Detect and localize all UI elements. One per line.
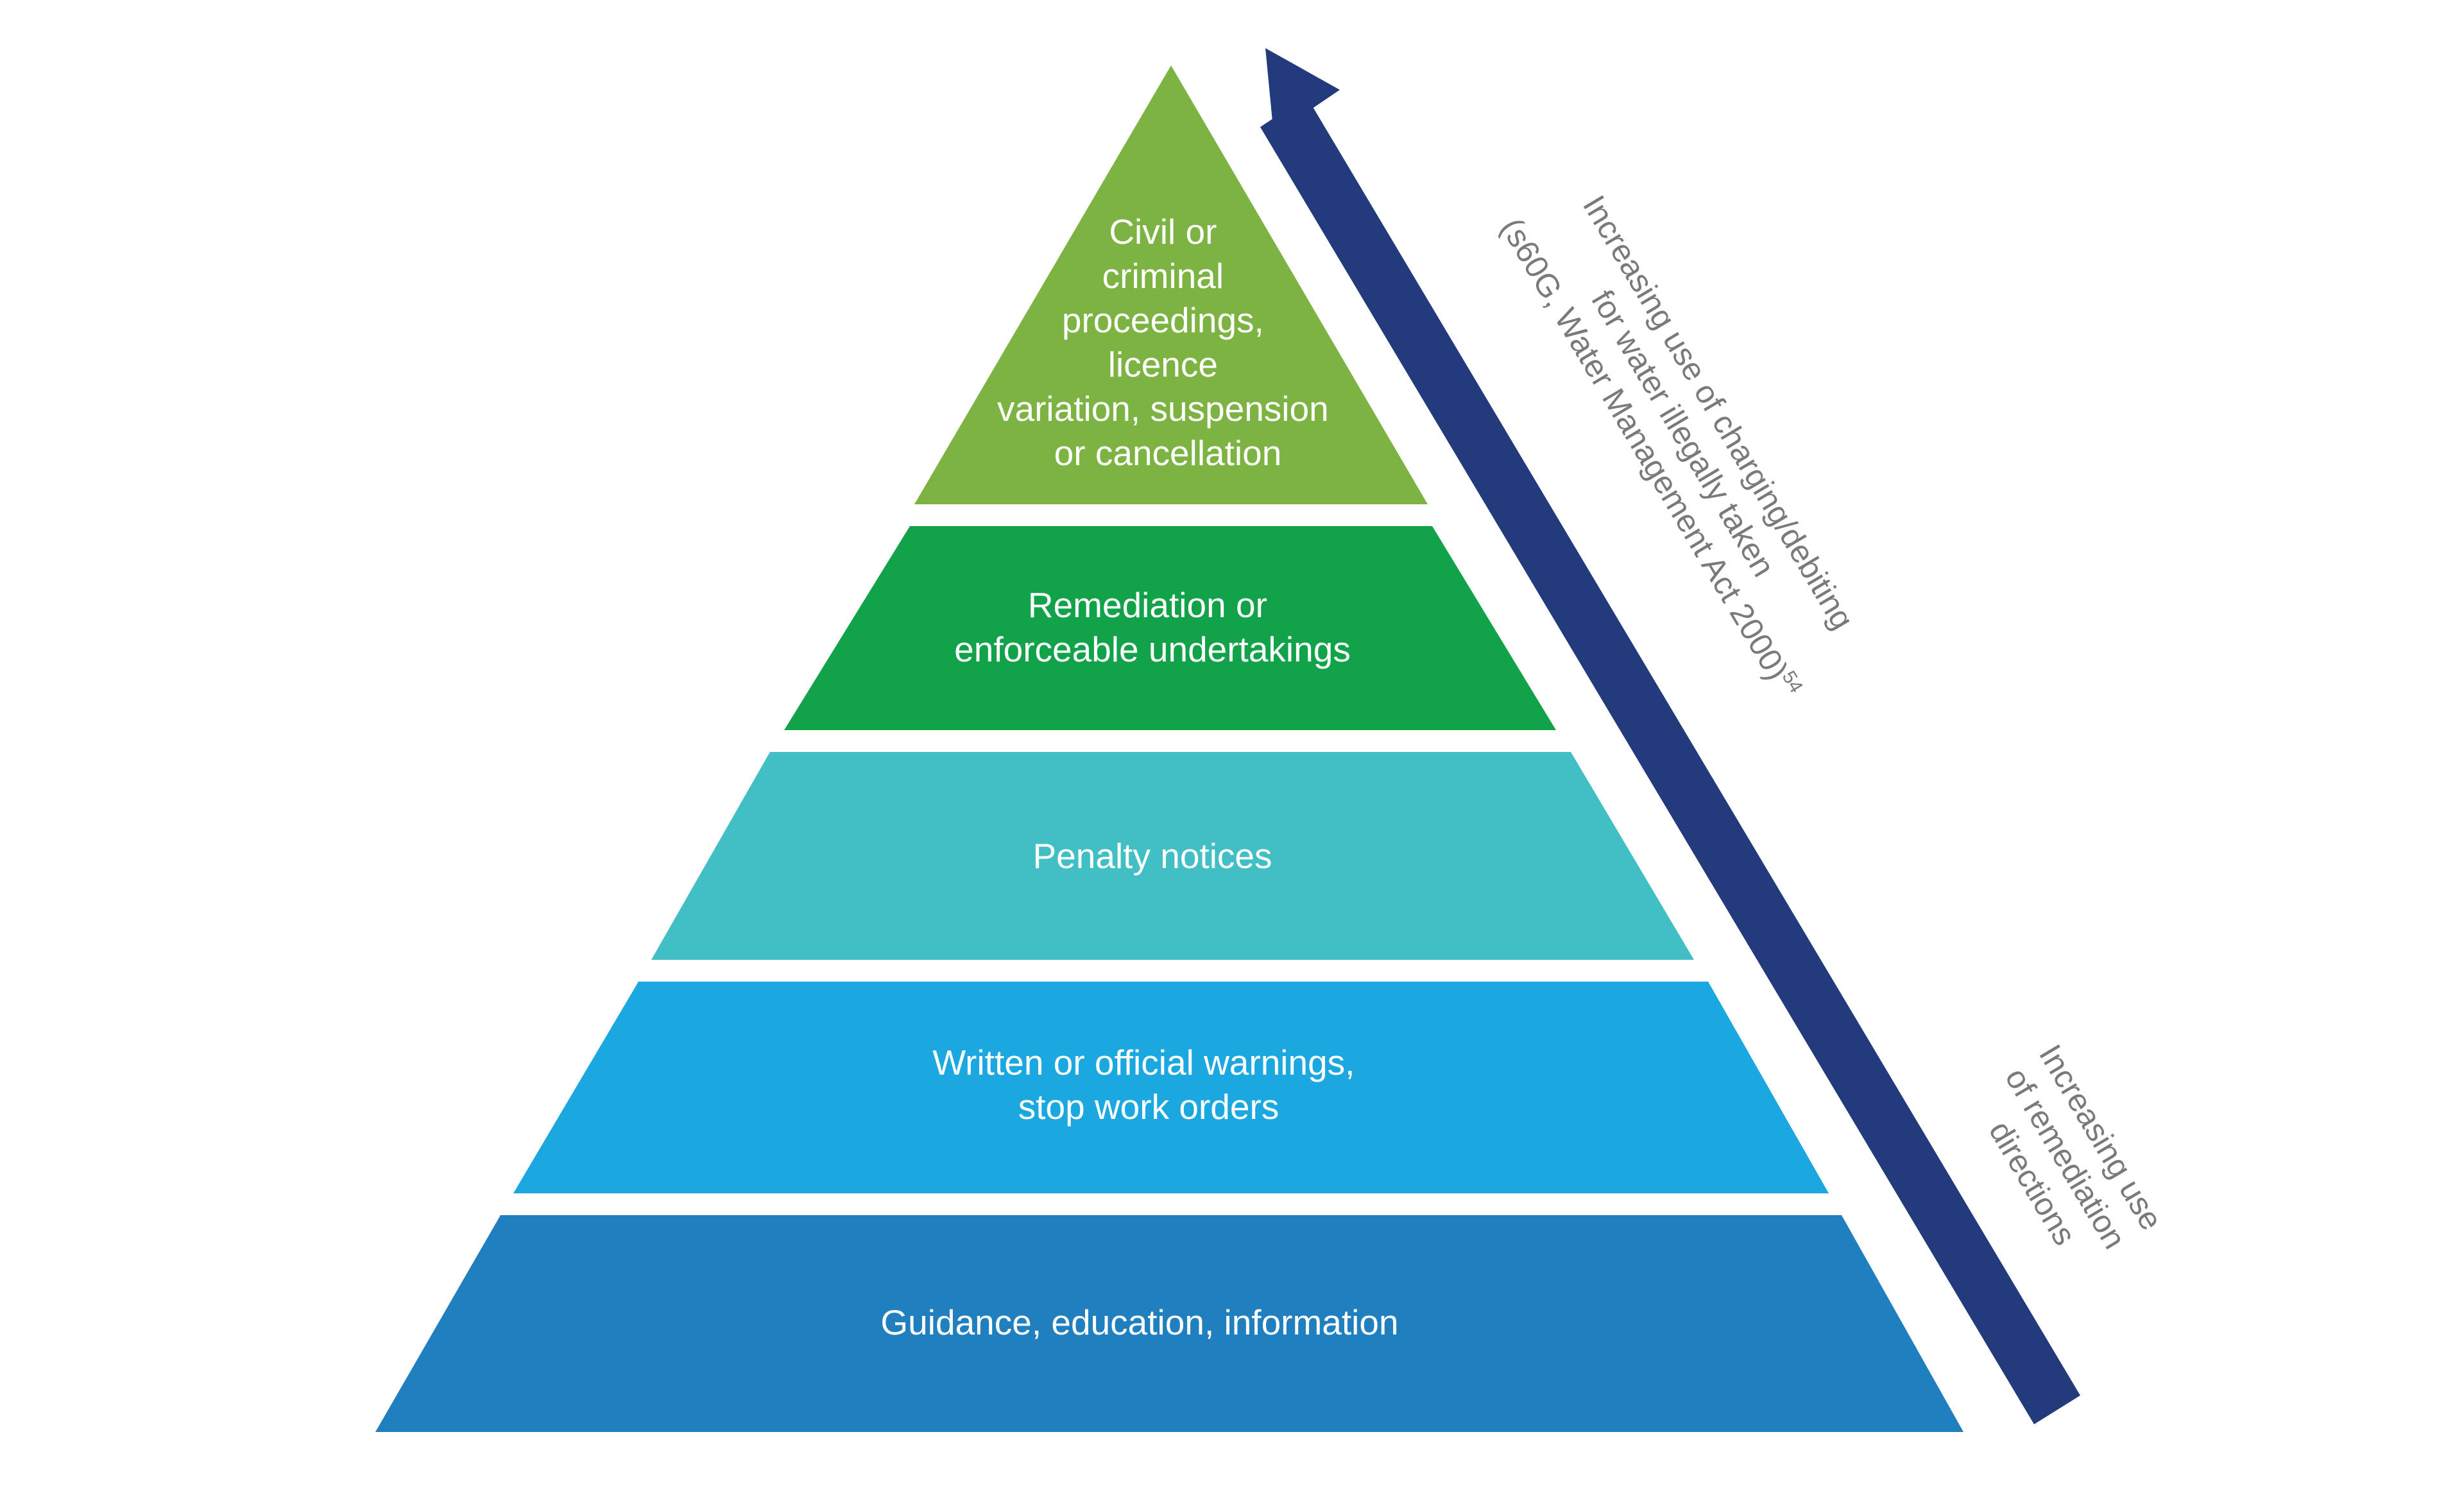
tier-shape-warnings [513,982,1829,1193]
remediation-directions-label-group: Increasing use of remediation directions [1962,1039,2174,1286]
charging-debiting-label-group: Increasing use of charging/debiting for … [1494,170,1877,704]
increasing-arrow [1260,48,2080,1424]
tier-penalty-notices: Penalty notices [651,752,1694,960]
tier-label-civil: Civil or criminal proceedings, licence v… [997,212,1339,473]
tier-remediation-undertakings: Remediation or enforceable undertakings [784,526,1556,730]
tier-guidance-education: Guidance, education, information [375,1215,1964,1432]
tier-civil-criminal-proceedings: Civil or criminal proceedings, licence v… [914,65,1428,504]
tier-shape-civil [914,65,1428,504]
arrow-head [1265,48,1340,135]
tier-label-penalty: Penalty notices [1033,836,1272,876]
tier-label-guidance: Guidance, education, information [880,1302,1398,1342]
tier-shape-penalty [651,752,1694,960]
tier-written-warnings: Written or official warnings, stop work … [513,982,1829,1193]
tier-shape-remediation [784,526,1556,730]
charging-debiting-label: Increasing use of charging/debiting for … [1494,170,1877,704]
remediation-directions-label: Increasing use of remediation directions [1962,1039,2174,1286]
tier-label-remediation: Remediation or enforceable undertakings [954,585,1351,669]
arrow-shaft [1260,96,2080,1424]
tier-label-warnings: Written or official warnings, stop work … [932,1043,1365,1127]
tier-shape-guidance [375,1215,1964,1432]
